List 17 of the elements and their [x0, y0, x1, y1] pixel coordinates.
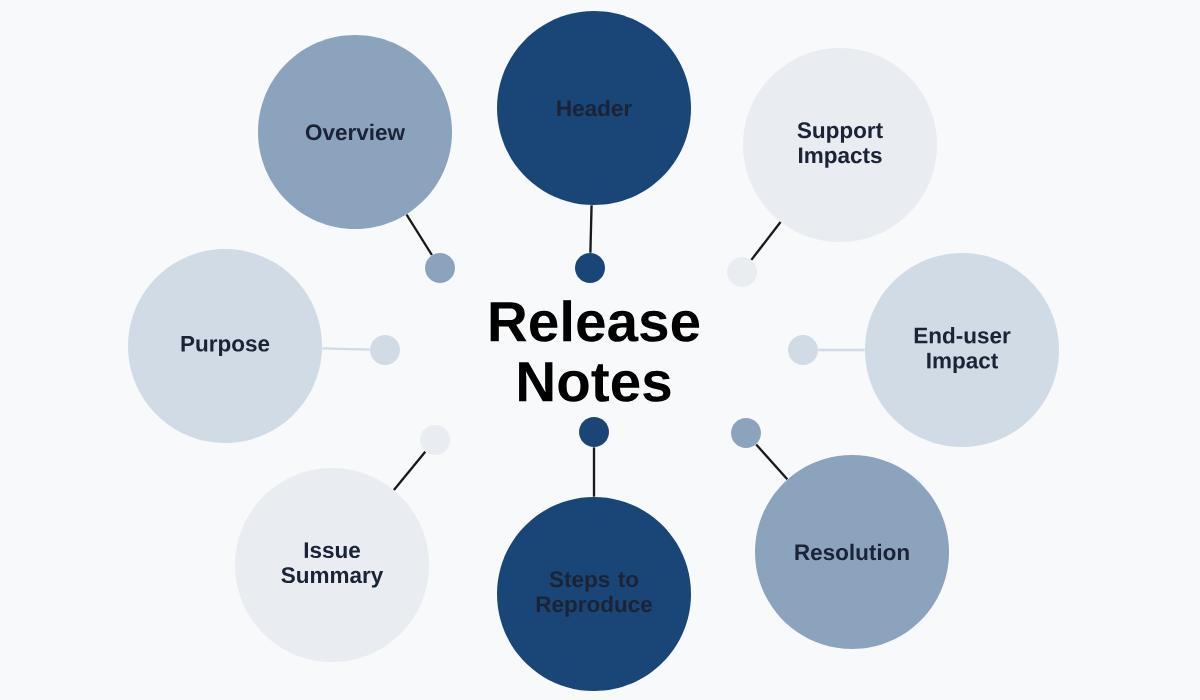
connector-dot — [788, 335, 818, 365]
connector-line — [322, 347, 370, 351]
connector-dot — [425, 253, 455, 283]
connector-dot — [370, 335, 400, 365]
connector-dot — [731, 418, 761, 448]
connector-line — [589, 205, 593, 253]
connector-line — [818, 348, 865, 352]
connector-line — [755, 443, 789, 481]
connector-dot — [575, 253, 605, 283]
connector-line — [393, 451, 427, 491]
connector-line — [405, 213, 433, 256]
title: Release Notes — [490, 300, 700, 402]
connector-dot — [579, 417, 609, 447]
connector-dot — [727, 257, 757, 287]
connector-dot — [420, 425, 450, 455]
connector-line — [592, 447, 596, 497]
connector-line — [750, 221, 782, 261]
